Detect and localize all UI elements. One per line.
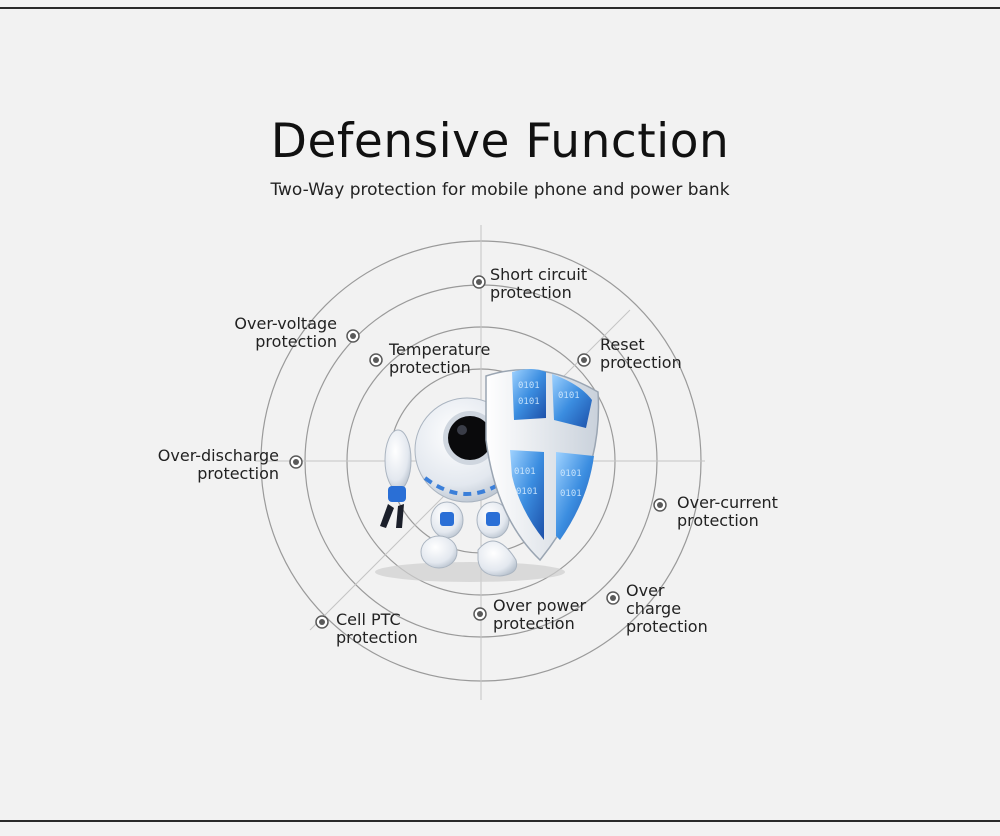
marker-reset — [577, 353, 591, 367]
marker-dot — [657, 502, 663, 508]
marker-dot — [477, 611, 483, 617]
marker-over-discharge — [289, 455, 303, 469]
bottom-divider — [0, 820, 1000, 822]
shield-binary-2: 0101 — [518, 397, 540, 407]
robot-legs — [420, 501, 518, 577]
label-line: protection — [677, 511, 759, 530]
marker-over-charge — [606, 591, 620, 605]
label-over-discharge-protection: Over-discharge protection — [120, 447, 279, 483]
page-title: Defensive Function — [270, 114, 730, 169]
label-line: protection — [490, 283, 572, 302]
label-cell-ptc-protection: Cell PTC protection — [336, 611, 418, 647]
marker-dot — [319, 619, 325, 625]
label-line: protection — [389, 358, 471, 377]
marker-over-power — [473, 607, 487, 621]
shield-binary-3: 0101 — [558, 391, 580, 401]
label-line: Cell PTC — [336, 610, 401, 629]
label-line: protection — [626, 617, 708, 636]
label-over-power-protection: Over power protection — [493, 597, 586, 633]
marker-over-voltage — [346, 329, 360, 343]
marker-dot — [581, 357, 587, 363]
label-line: Temperature — [389, 340, 491, 359]
marker-short-circuit — [472, 275, 486, 289]
marker-dot — [476, 279, 482, 285]
shield-binary-4: 0101 — [514, 467, 536, 477]
label-line: Short circuit — [490, 265, 588, 284]
label-over-current-protection: Over-current protection — [677, 494, 778, 530]
label-temperature-protection: Temperature protection — [389, 341, 490, 377]
label-line: Over power — [493, 596, 587, 615]
label-line: protection — [600, 353, 682, 372]
shield-binary-5: 0101 — [516, 487, 538, 497]
label-reset-protection: Reset protection — [600, 336, 682, 372]
robot-with-shield-illustration: 0101 0101 0101 0101 0101 0101 0101 — [375, 369, 600, 582]
label-line: Over-voltage — [234, 314, 337, 333]
marker-dot — [373, 357, 379, 363]
marker-dot — [293, 459, 299, 465]
marker-cell-ptc — [315, 615, 329, 629]
marker-dot — [350, 333, 356, 339]
top-divider — [0, 7, 1000, 9]
protection-markers — [289, 275, 667, 629]
label-line: protection — [255, 332, 337, 351]
label-line: protection — [493, 614, 575, 633]
shield: 0101 0101 0101 0101 0101 0101 0101 — [485, 369, 600, 562]
label-line: Reset — [600, 335, 645, 354]
marker-dot — [610, 595, 616, 601]
label-short-circuit-protection: Short circuit protection — [490, 266, 587, 302]
label-line: Over-current — [677, 493, 778, 512]
shield-binary-1: 0101 — [518, 381, 540, 391]
label-line: Over — [626, 581, 665, 600]
marker-over-current — [653, 498, 667, 512]
label-line: Over-discharge — [157, 446, 279, 465]
label-line: charge — [626, 599, 682, 618]
robot-arm-left — [380, 429, 412, 528]
marker-temperature — [369, 353, 383, 367]
shield-binary-7: 0101 — [560, 489, 582, 499]
shield-binary-6: 0101 — [560, 469, 582, 479]
label-line: protection — [197, 464, 279, 483]
label-over-voltage-protection: Over-voltage protection — [200, 315, 337, 351]
label-over-charge-protection: Over charge protection — [626, 582, 708, 636]
label-line: protection — [336, 628, 418, 647]
page-subtitle: Two-Way protection for mobile phone and … — [270, 180, 730, 200]
